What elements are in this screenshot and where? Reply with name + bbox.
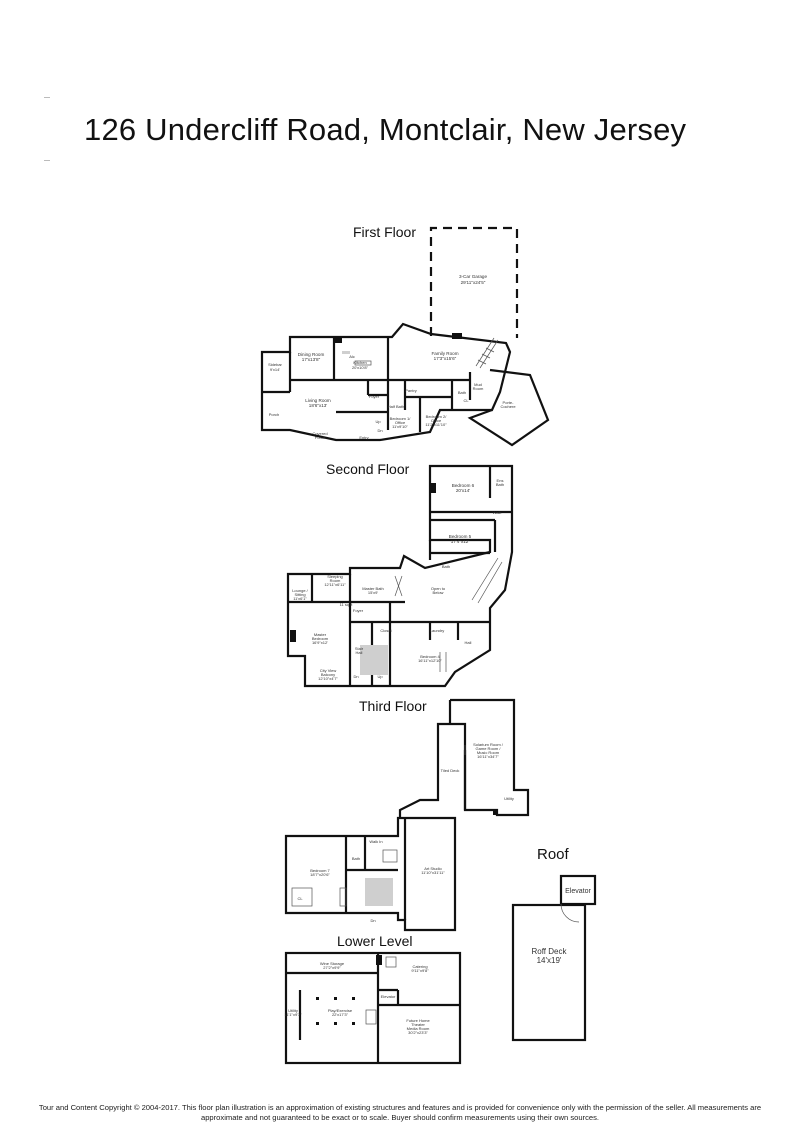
svg-text:Dn: Dn (370, 918, 375, 923)
svg-text:CL: CL (297, 896, 303, 901)
svg-text:Closet: Closet (380, 628, 392, 633)
svg-text:Bedroom 718'7"x20'6": Bedroom 718'7"x20'6" (310, 868, 330, 877)
lower-level-label: Lower Level (337, 933, 413, 949)
garage-outline (429, 226, 519, 338)
svg-text:Bedroom 416'11"x12'10": Bedroom 416'11"x12'10" (418, 654, 442, 663)
page-title: 126 Undercliff Road, Montclair, New Jers… (84, 112, 687, 147)
first-floor-label: First Floor (353, 224, 416, 240)
svg-text:Porch: Porch (269, 412, 279, 417)
svg-text:Bedroom 517'4"x12': Bedroom 517'4"x12' (449, 534, 472, 544)
svg-text:Bedroom 620'x14': Bedroom 620'x14' (452, 483, 475, 493)
svg-text:Foyer: Foyer (353, 608, 364, 613)
second-floor-label: Second Floor (326, 461, 410, 477)
roof-deck-outline (511, 903, 587, 1042)
svg-text:Foyer: Foyer (369, 394, 380, 399)
svg-text:Tiled Deck: Tiled Deck (441, 768, 460, 773)
copyright-footer: Tour and Content Copyright © 2004-2017. … (0, 1103, 800, 1123)
footer-line-1: Tour and Content Copyright © 2004-2017. … (38, 1103, 762, 1112)
svg-text:Up: Up (375, 419, 381, 424)
svg-text:11 sq ft: 11 sq ft (340, 602, 354, 607)
svg-text:CL: CL (463, 398, 469, 403)
svg-text:Pantry: Pantry (405, 388, 417, 393)
svg-text:Entry: Entry (359, 435, 368, 440)
svg-text:Elevator: Elevator (565, 888, 591, 895)
scan-mark (44, 97, 50, 98)
svg-text:Laundry: Laundry (430, 628, 444, 633)
svg-text:Elevator: Elevator (381, 994, 396, 999)
svg-text:Dn: Dn (353, 674, 358, 679)
footer-line-2: approximate and not guaranteed to be exa… (200, 1113, 600, 1122)
second-floor-walls (286, 464, 514, 688)
svg-text:Half Bath: Half Bath (388, 404, 404, 409)
scan-mark (44, 160, 50, 161)
svg-text:Solarium Room /Game Room /Musi: Solarium Room /Game Room /Music Room16'1… (473, 742, 504, 759)
roof-label: Roof (537, 846, 569, 863)
roof-elevator-outline (559, 874, 597, 906)
svg-text:Bath: Bath (442, 564, 450, 569)
lower-level-outline (284, 951, 462, 1065)
svg-text:Up: Up (377, 674, 383, 679)
svg-text:Bath: Bath (352, 856, 360, 861)
third-floor-label: Third Floor (359, 698, 427, 714)
svg-text:Porte-Cochere: Porte-Cochere (500, 400, 516, 409)
first-floor-walls (260, 322, 512, 442)
svg-text:Bath: Bath (458, 390, 466, 395)
third-floor-walls (284, 698, 530, 932)
svg-text:Dn: Dn (377, 428, 382, 433)
svg-text:Utility: Utility (504, 796, 514, 801)
svg-text:Walk: Walk (493, 510, 502, 515)
svg-text:Walk In: Walk In (369, 839, 382, 844)
svg-text:Hall: Hall (465, 640, 472, 645)
